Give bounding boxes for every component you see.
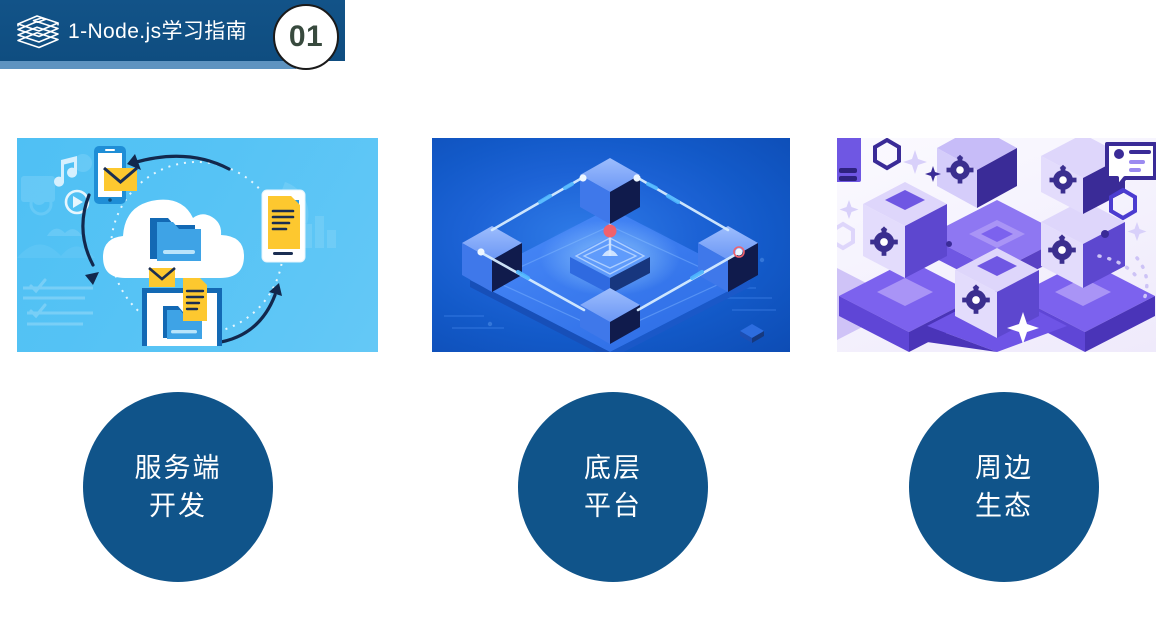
- page-title: 1-Node.js学习指南: [68, 20, 248, 43]
- circle-label-line-1: 底层: [584, 452, 642, 483]
- circle-label-line-1: 服务端: [134, 452, 222, 483]
- illustration-panel-ecosystem: [837, 138, 1156, 352]
- circle-label-line-2: 生态: [975, 491, 1033, 521]
- header-bar-accent-strip: [0, 61, 296, 69]
- slide-header: 1-Node.js学习指南 01: [0, 0, 345, 70]
- illustration-panel-platform: [432, 138, 790, 352]
- isometric-ecosystem-illustration: [837, 138, 1156, 352]
- circle-label-line-2: 平台: [584, 491, 642, 521]
- isometric-platform-illustration: [444, 158, 776, 352]
- illustration-panel-cloud-sync: [17, 138, 378, 352]
- circle-underlying-platform[interactable]: 底层 平台: [518, 392, 708, 582]
- cloud-sync-illustration: [17, 146, 336, 346]
- circle-server-development[interactable]: 服务端 开发: [83, 392, 273, 582]
- circle-label-line-2: 开发: [149, 491, 207, 521]
- section-number-badge: 01: [273, 4, 339, 70]
- circle-peripheral-ecosystem[interactable]: 周边 生态: [909, 392, 1099, 582]
- section-number-text: 01: [288, 20, 324, 53]
- book-stack-icon: [14, 13, 62, 51]
- circle-label-line-1: 周边: [975, 452, 1033, 483]
